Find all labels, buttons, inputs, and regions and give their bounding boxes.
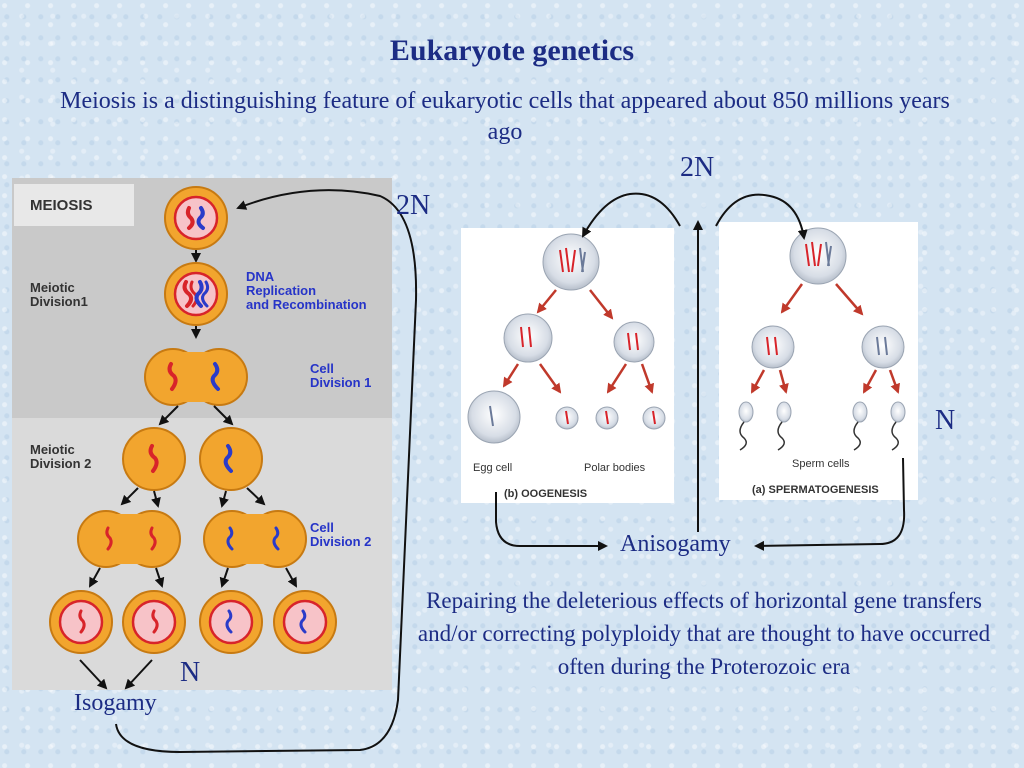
sperm-cells-group — [738, 401, 906, 451]
meiosis-panel: MEIOSIS Meiotic Division1 Meiotic Divisi… — [12, 178, 392, 690]
egg-cell-label: Egg cell — [473, 462, 512, 474]
anisogamy-arrow-sperm — [754, 457, 906, 551]
dividing-cell-2-red — [77, 510, 181, 568]
repairing-text: Repairing the deleterious effects of hor… — [417, 588, 991, 679]
ploidy-n-bottom: N — [180, 657, 201, 688]
dividing-cell-2-blue — [203, 510, 307, 568]
polar-bodies-label: Polar bodies — [584, 462, 646, 474]
gamete-4 — [273, 590, 337, 654]
oogenesis-caption: (b) OOGENESIS — [504, 488, 587, 500]
ploidy-2n-top: 2N — [680, 152, 715, 183]
cell-division-1-label: Cell Division 1 — [310, 361, 371, 390]
oogenesis-panel: Egg cell Polar bodies (b) OOGENESIS — [461, 228, 674, 503]
slide-subtitle: Meiosis is a distinguishing feature of e… — [60, 88, 950, 145]
dna-replication-label: DNA Replication and Recombination — [246, 269, 367, 312]
isogamy-label: Isogamy — [74, 690, 157, 716]
meiotic-division-2-label: Meiotic Division 2 — [30, 442, 91, 471]
sperm-cells-label: Sperm cells — [792, 458, 850, 470]
gamete-3 — [199, 590, 263, 654]
anisogamy-label: Anisogamy — [620, 531, 731, 557]
anisogamy-arrow-egg — [495, 492, 608, 551]
ploidy-n-right: N — [935, 405, 956, 436]
gamete-2 — [122, 590, 186, 654]
arrow-to-spermatogenesis — [715, 193, 808, 240]
replicated-cell — [164, 262, 228, 326]
cell-division-2-label: Cell Division 2 — [310, 520, 371, 549]
parent-cell — [164, 186, 228, 250]
isogamy-arrow-right — [124, 659, 153, 690]
spermatogenesis-caption: (a) SPERMATOGENESIS — [752, 484, 879, 496]
isogamy-cycle-arrow — [115, 189, 418, 754]
meiosis-heading: MEIOSIS — [30, 197, 93, 214]
meiotic-division-1-label: Meiotic Division1 — [30, 280, 88, 309]
arrow-to-oogenesis — [582, 192, 681, 238]
isogamy-arrow-left — [79, 659, 108, 690]
spermatogenesis-panel: Sperm cells (a) SPERMATOGENESIS — [719, 222, 918, 500]
meiosis-heading-box — [14, 184, 134, 226]
daughter-cell-blue — [199, 427, 263, 491]
daughter-cell-red — [122, 427, 186, 491]
gamete-1 — [49, 590, 113, 654]
ploidy-2n-left: 2N — [396, 190, 431, 221]
slide-title: Eukaryote genetics — [389, 34, 635, 67]
dividing-cell-1 — [144, 348, 248, 406]
